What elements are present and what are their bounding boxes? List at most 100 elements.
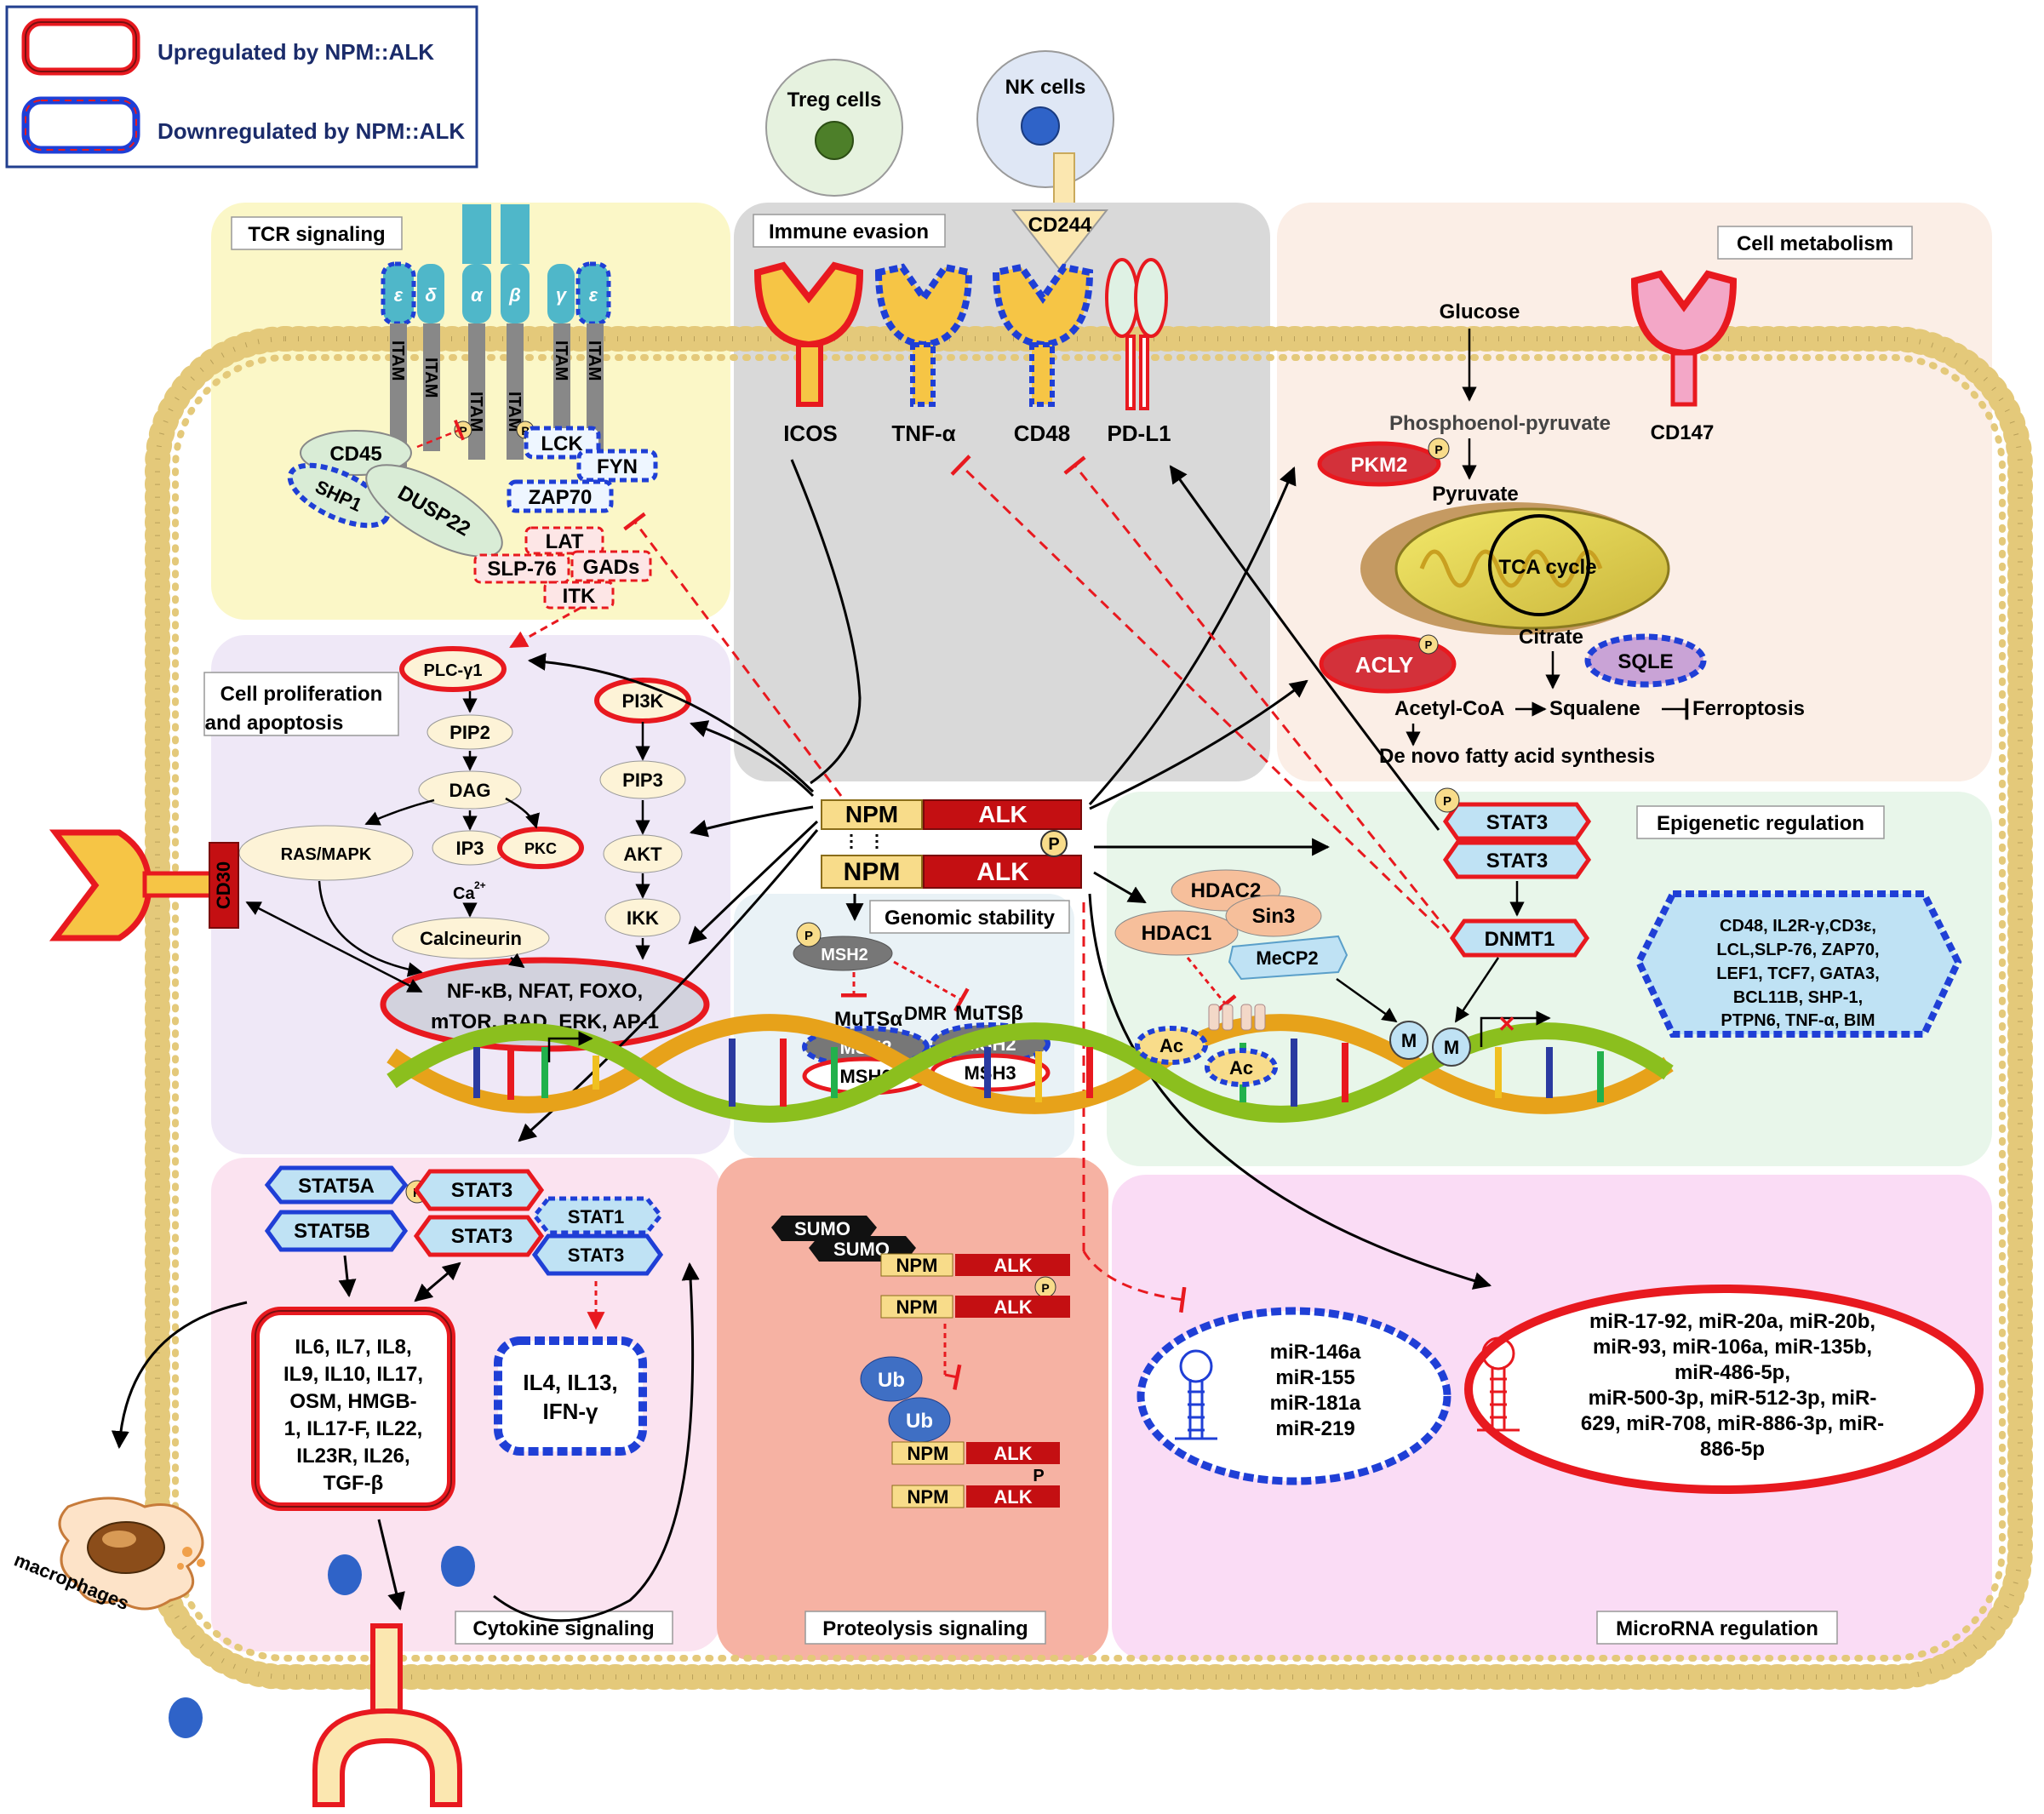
citrate-label: Citrate (1519, 626, 1583, 649)
acetyl-label: Acetyl-CoA (1394, 697, 1504, 720)
prot-npm-3: NPM (907, 1443, 949, 1464)
msh2-top-label: MSH2 (821, 946, 868, 964)
ac-left: Ac (1159, 1035, 1183, 1056)
itam-6: ITAM (585, 340, 604, 381)
dnmt1-label: DNMT1 (1485, 928, 1555, 951)
denovo-label: De novo fatty acid synthesis (1379, 745, 1655, 768)
silenced-line-0: CD48, IL2R-γ,CD3ε, (1720, 917, 1876, 936)
nk-cell: NK cells (976, 50, 1114, 207)
tca-label: TCA cycle (1498, 556, 1596, 579)
lck-label: LCK (541, 432, 583, 455)
pkm2-p: P (1434, 443, 1442, 456)
tnfa-label: TNF-α (891, 421, 955, 446)
ub-1: Ub (878, 1369, 905, 1392)
cyto-up-3: 1, IL17-F, IL22, (284, 1417, 423, 1440)
akt-label: AKT (623, 844, 662, 865)
epigenetic-nodes: STAT3 P STAT3 DNMT1 HDAC2 HDAC1 Sin3 MeC… (1114, 787, 1962, 1087)
cyto-up-2: OSM, HMGB- (289, 1390, 416, 1413)
prot-npm-2: NPM (896, 1296, 938, 1318)
sqle-label: SQLE (1617, 650, 1673, 673)
core-arrows (518, 459, 1492, 1290)
prot-alk-2: ALK (993, 1296, 1032, 1318)
cd244-label: CD244 (1028, 214, 1092, 237)
nk-label: NK cells (1005, 76, 1086, 99)
calcineurin-label: Calcineurin (420, 928, 522, 949)
ca-label: Ca (453, 884, 475, 903)
treg-label: Treg cells (787, 89, 882, 112)
core-npm-top: NPM (845, 801, 898, 827)
core-alk-top: ALK (978, 801, 1028, 827)
gads-label: GADs (583, 556, 640, 579)
pi3k-label: PI3K (622, 690, 664, 712)
itam-2: ITAM (421, 358, 440, 398)
stat1-label: STAT1 (568, 1206, 624, 1227)
prot-alk-1: ALK (993, 1255, 1032, 1276)
panel-epigenetic (1107, 792, 1992, 1166)
legend-down-label: Downregulated by NPM::ALK (157, 118, 465, 144)
prolif-label-1: Cell proliferation (220, 683, 383, 706)
pdl1-label: PD-L1 (1107, 421, 1171, 446)
pip3-label: PIP3 (622, 770, 663, 791)
mirna-down-hairpin (1175, 1349, 1217, 1440)
core-npm-bottom: NPM (844, 858, 901, 886)
chain-alpha: α (471, 284, 484, 306)
chain-gamma: γ (556, 284, 568, 306)
itk-label: ITK (563, 585, 596, 608)
slp76-label: SLP-76 (487, 558, 556, 581)
prot-npm-1: NPM (896, 1255, 938, 1276)
mirna-up-1: miR-93, miR-106a, miR-135b, (1593, 1336, 1872, 1359)
tcr-signaling-nodes: CD45 SHP1 DUSP22 LCK FYN ZAP70 LAT SLP-7… (287, 419, 658, 649)
ca-sup-label: 2+ (474, 879, 486, 891)
pkm2-label: PKM2 (1351, 454, 1408, 477)
cd48-label: CD48 (1014, 421, 1070, 446)
itam-4: ITAM (505, 392, 524, 432)
legend-down-swatch (21, 96, 140, 154)
methyl-1: M (1401, 1030, 1417, 1051)
itam-1: ITAM (388, 340, 407, 381)
metabolism-nodes: Glucose Phosphoenol-pyruvate PKM2 P Pyru… (1317, 270, 1805, 768)
dmr-label: DMR (904, 1003, 947, 1024)
chain-delta: δ (425, 284, 437, 306)
genomic-label: Genomic stability (885, 907, 1056, 930)
mirna-up-3: miR-500-3p, miR-512-3p, miR- (1589, 1387, 1877, 1410)
itam-3: ITAM (467, 392, 485, 432)
lat-label: LAT (546, 530, 584, 553)
pyruvate-label: Pyruvate (1432, 483, 1518, 506)
itam-p-left: P (459, 424, 467, 438)
cd45-label: CD45 (329, 443, 381, 466)
itam-5: ITAM (552, 340, 570, 381)
legend-up-label: Upregulated by NPM::ALK (157, 39, 434, 65)
cyto-down-1: IFN-γ (543, 1399, 599, 1424)
pep-label: Phosphoenol-pyruvate (1389, 412, 1611, 435)
tcr-label: TCR signaling (248, 223, 385, 246)
ub-2: Ub (906, 1410, 933, 1433)
mirna-up-4: 629, miR-708, miR-886-3p, miR- (1581, 1412, 1884, 1435)
chain-epsilon-left: ε (394, 284, 404, 306)
epi-stat3-top: STAT3 (1486, 811, 1548, 834)
acly-p: P (1425, 638, 1433, 651)
ip3-label: IP3 (455, 838, 484, 859)
core-p: P (1048, 835, 1059, 854)
chain-epsilon-right: ε (589, 284, 598, 306)
cyto-stat3-a: STAT3 (451, 1179, 512, 1202)
methyl-2: M (1444, 1037, 1459, 1058)
mirna-up-2: miR-486-5p, (1675, 1361, 1790, 1384)
msh2-p: P (804, 929, 813, 943)
silenced-line-2: LEF1, TCF7, GATA3, (1716, 964, 1880, 983)
panel-labels: TCR signaling Immune evasion Cell metabo… (203, 214, 1913, 1645)
microrna-nodes: miR-146a miR-155 miR-181a miR-219 miR-17… (1137, 1285, 1984, 1494)
rasmapk-label: RAS/MAPK (281, 845, 372, 864)
prot-npm-4: NPM (907, 1486, 949, 1508)
mirna-up-5: 886-5p (1700, 1438, 1765, 1461)
silenced-line-3: BCL11B, SHP-1, (1733, 988, 1863, 1007)
mutsb-label: MuTSβ (955, 1002, 1023, 1025)
legend: Upregulated by NPM::ALK Downregulated by… (5, 5, 478, 169)
ac-right: Ac (1229, 1057, 1253, 1079)
ferroptosis-label: Ferroptosis (1692, 697, 1805, 720)
prolif-label-2: and apoptosis (205, 712, 344, 735)
fyn-label: FYN (597, 455, 638, 478)
cyto-stat3-b: STAT3 (451, 1225, 512, 1248)
treg-cell: Treg cells (765, 59, 903, 197)
core-alk-bottom: ALK (976, 858, 1029, 886)
